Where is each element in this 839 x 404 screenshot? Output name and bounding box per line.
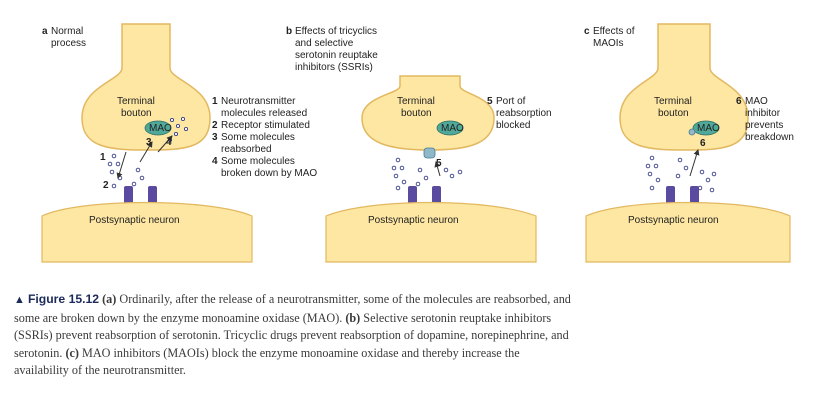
panel-a-postsynaptic-neuron bbox=[41, 201, 253, 263]
panel-a-bouton-label-2: bouton bbox=[121, 108, 152, 119]
panel-a-terminal-bouton bbox=[81, 23, 211, 151]
synapse-diagram: a Normal process Terminal bouton MAO 1 2… bbox=[41, 23, 794, 263]
panel-c-neuron-label: Postsynaptic neuron bbox=[628, 215, 719, 226]
panel-c-bouton-label-1: Terminal bbox=[654, 96, 692, 107]
panel-b-neuron-label: Postsynaptic neuron bbox=[368, 215, 459, 226]
caption-part-a-text: Ordinarily, after the release of a neuro… bbox=[14, 292, 571, 325]
step-3-line-1: Some molecules bbox=[221, 132, 295, 143]
panel-a-receptor-left bbox=[124, 186, 133, 204]
panel-b: b Effects of tricyclics and selective se… bbox=[286, 26, 552, 263]
caption-part-a-tag: (a) bbox=[102, 292, 117, 306]
panel-c-mao-inhibitor bbox=[688, 128, 696, 136]
panel-a-mao-enzyme bbox=[144, 120, 172, 136]
panel-c-released-molecules bbox=[645, 155, 717, 193]
step-5-line-2: reabsorption bbox=[496, 108, 552, 119]
panel-c-letter: c bbox=[584, 26, 590, 37]
panel-c-mao-enzyme bbox=[692, 120, 720, 136]
step-3-line-2: reabsorbed bbox=[221, 144, 272, 155]
panel-a-marker-4: 4 bbox=[166, 137, 172, 148]
panel-b-title-line-4: inhibitors (SSRIs) bbox=[295, 62, 373, 73]
panel-a-marker-1: 1 bbox=[100, 152, 106, 163]
panel-a: a Normal process Terminal bouton MAO 1 2… bbox=[41, 23, 317, 263]
panel-c-receptor-left bbox=[666, 186, 675, 204]
panel-a-title-line-2: process bbox=[51, 38, 86, 49]
panel-a-mao-arrow bbox=[157, 135, 173, 153]
panel-a-marker-3: 3 bbox=[146, 137, 152, 148]
panel-b-mao-label: MAO bbox=[441, 123, 464, 134]
panel-a-steps: 1 Neurotransmitter molecules released 2 … bbox=[212, 96, 317, 179]
panel-c: c Effects of MAOIs Terminal bouton MAO 6… bbox=[584, 23, 794, 263]
step-6-line-2: inhibitor bbox=[745, 108, 781, 119]
panel-c-reuptake-arrow bbox=[689, 149, 700, 177]
step-1-line-2: molecules released bbox=[221, 108, 307, 119]
panel-b-steps: 5 Port of reabsorption blocked bbox=[487, 96, 552, 131]
panel-c-receptor-right bbox=[690, 186, 699, 204]
panel-b-letter: b bbox=[286, 26, 292, 37]
step-4-line-1: Some molecules bbox=[221, 156, 295, 167]
panel-a-receptor-right bbox=[148, 186, 157, 204]
step-3-number: 3 bbox=[212, 132, 218, 143]
panel-b-title-line-3: serotonin reuptake bbox=[295, 50, 378, 61]
panel-b-receptor-left bbox=[408, 186, 417, 204]
panel-b-marker-5: 5 bbox=[436, 158, 442, 169]
panel-b-bouton-label-2: bouton bbox=[401, 108, 432, 119]
panel-c-bouton-label-2: bouton bbox=[658, 108, 689, 119]
caption-part-c-text: MAO inhibitors (MAOIs) block the enzyme … bbox=[14, 345, 520, 378]
panel-a-reuptake-arrow bbox=[139, 141, 153, 163]
step-5-line-1: Port of bbox=[496, 96, 526, 107]
panel-c-marker-6: 6 bbox=[700, 138, 706, 149]
step-6-line-3: prevents bbox=[745, 120, 783, 131]
panel-c-postsynaptic-neuron bbox=[585, 201, 791, 263]
step-6-number: 6 bbox=[736, 96, 742, 107]
panel-c-title-line-1: Effects of bbox=[593, 26, 635, 37]
panel-b-title-line-2: and selective bbox=[295, 38, 354, 49]
step-4-line-2: broken down by MAO bbox=[221, 168, 317, 179]
panel-a-mao-label: MAO bbox=[149, 123, 172, 134]
caption-part-b-tag: (b) bbox=[345, 310, 361, 325]
step-6-line-4: breakdown bbox=[745, 132, 794, 143]
panel-b-reuptake-blocker bbox=[423, 147, 436, 159]
step-1-line-1: Neurotransmitter bbox=[221, 96, 296, 107]
step-5-line-3: blocked bbox=[496, 120, 530, 131]
panel-b-receptor-right bbox=[432, 186, 441, 204]
figure-caption: ▲ Figure 15.12 (a) Ordinarily, after the… bbox=[14, 291, 574, 380]
panel-c-terminal-bouton bbox=[619, 23, 749, 151]
panel-c-steps: 6 MAO inhibitor prevents breakdown bbox=[736, 96, 794, 143]
panel-c-mao-label: MAO bbox=[697, 123, 720, 134]
panel-c-title-line-2: MAOIs bbox=[593, 38, 624, 49]
caption-figure-label: Figure 15.12 bbox=[27, 292, 100, 306]
panel-a-bouton-label-1: Terminal bbox=[117, 96, 155, 107]
panel-b-title-line-1: Effects of tricyclics bbox=[295, 26, 377, 37]
panel-a-marker-2: 2 bbox=[103, 180, 109, 191]
panel-a-neuron-label: Postsynaptic neuron bbox=[89, 215, 180, 226]
step-2-line-1: Receptor stimulated bbox=[221, 120, 310, 131]
step-2-number: 2 bbox=[212, 120, 218, 131]
panel-b-blocked-arrow bbox=[434, 161, 441, 177]
panel-b-postsynaptic-neuron bbox=[325, 201, 537, 263]
caption-part-b-text: Selective serotonin reuptake inhibitors … bbox=[14, 310, 569, 360]
panel-a-title-line-1: Normal bbox=[51, 26, 83, 37]
panel-a-release-arrow bbox=[116, 151, 127, 179]
step-5-number: 5 bbox=[487, 96, 493, 107]
panel-a-letter: a bbox=[42, 26, 48, 37]
panel-b-bouton-label-1: Terminal bbox=[397, 96, 435, 107]
panel-b-mao-enzyme bbox=[436, 120, 464, 136]
caption-part-c-tag: (c) bbox=[65, 345, 79, 360]
panel-b-released-molecules bbox=[391, 157, 463, 191]
caption-triangle-icon: ▲ bbox=[14, 294, 25, 306]
step-6-line-1: MAO bbox=[745, 96, 768, 107]
step-1-number: 1 bbox=[212, 96, 218, 107]
step-4-number: 4 bbox=[212, 156, 218, 167]
